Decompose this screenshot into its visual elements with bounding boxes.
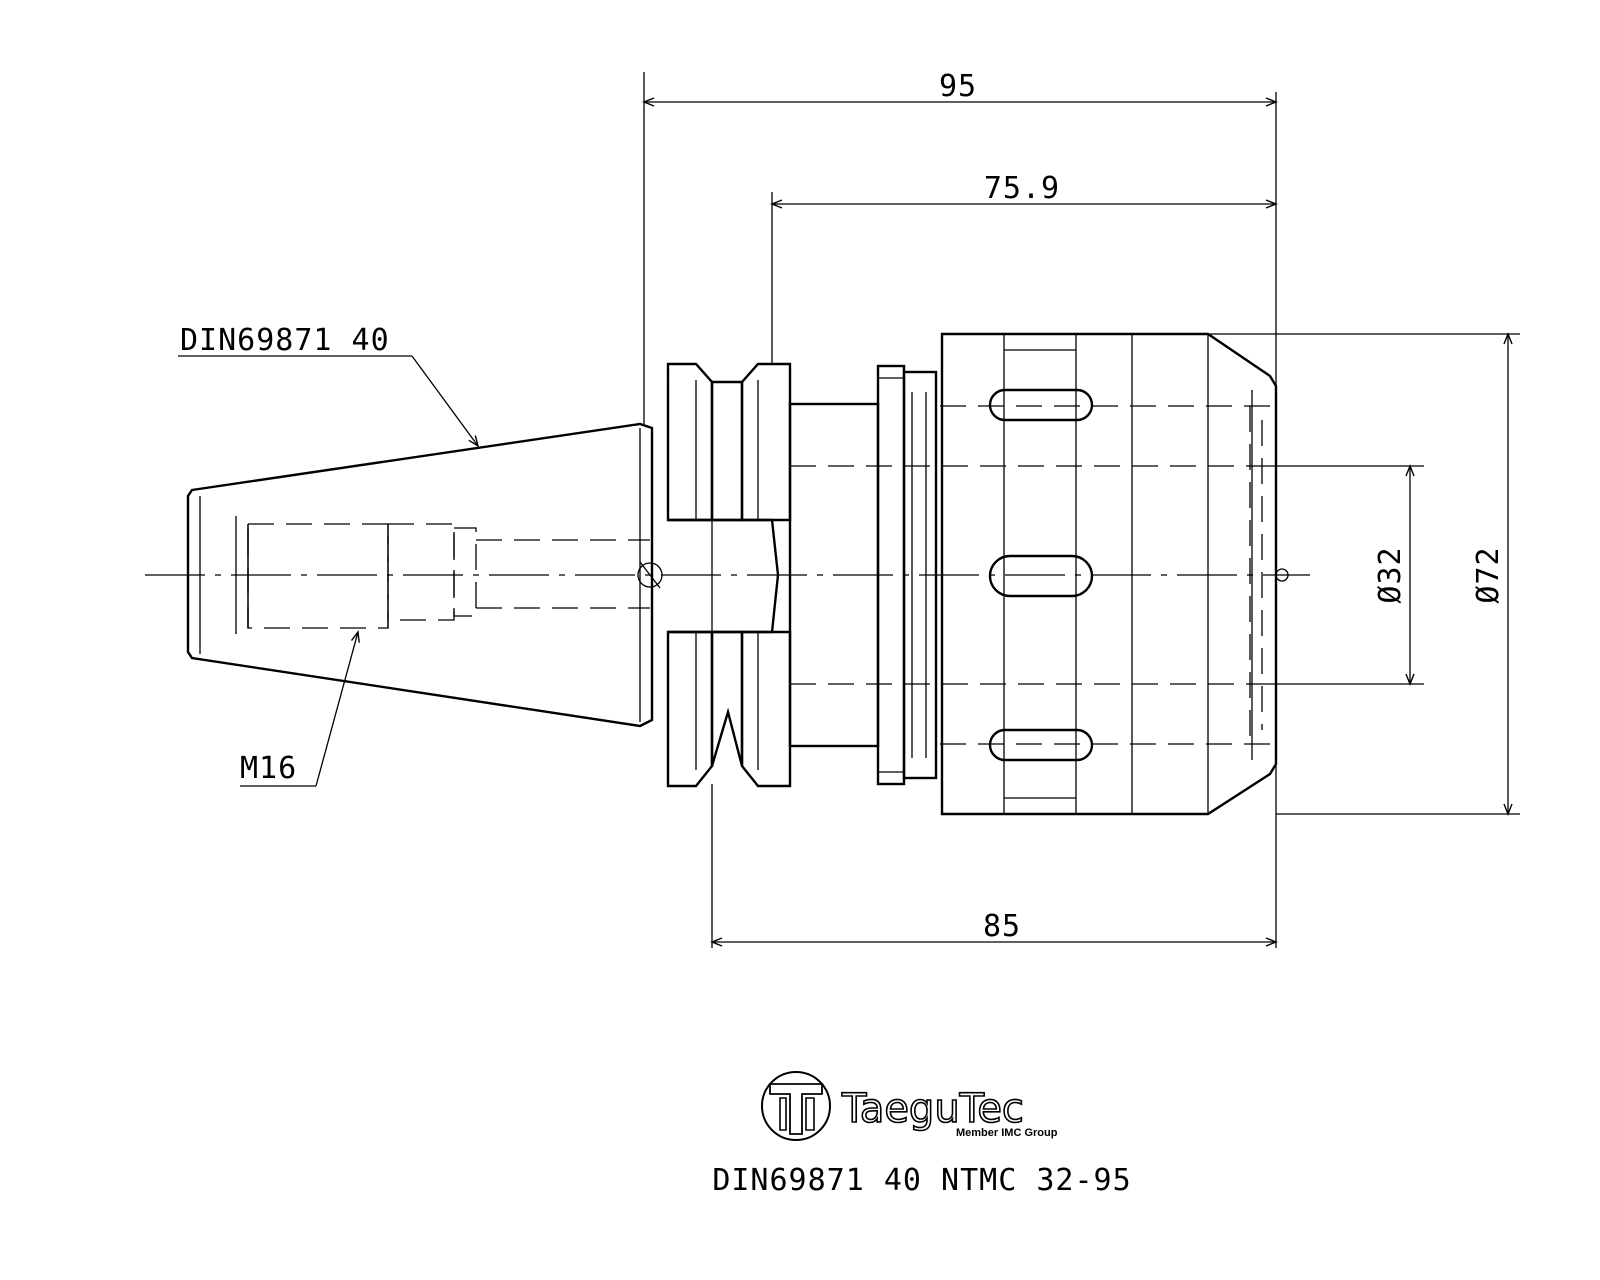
brand-name: TaeguTec	[841, 1086, 1024, 1132]
brand-tagline: Member IMC Group	[956, 1127, 1058, 1139]
taper-label: DIN69871 40	[180, 323, 390, 358]
locking-ring	[876, 364, 938, 786]
extension-lines	[643, 72, 1520, 948]
dimension-d32: Ø32	[1373, 464, 1415, 686]
part-caption: DIN69871 40 NTMC 32-95	[712, 1163, 1131, 1198]
tt-logo-icon	[761, 1071, 831, 1141]
brand-logo: TaeguTec Member IMC Group	[761, 1071, 1058, 1141]
dimension-95-text: 95	[939, 69, 977, 104]
taper-shank	[186, 422, 663, 728]
clamp-nut	[940, 332, 1289, 816]
dimension-75-9: 75.9	[770, 171, 1278, 209]
dimension-d72-text: Ø72	[1471, 546, 1506, 603]
taper-callout: DIN69871 40	[178, 323, 480, 448]
dimension-d72: Ø72	[1471, 332, 1513, 816]
dimension-85: 85	[710, 909, 1278, 947]
dimension-85-text: 85	[983, 909, 1021, 944]
thread-callout: M16	[240, 630, 360, 787]
thread-label: M16	[240, 751, 297, 786]
dimension-d32-text: Ø32	[1373, 546, 1408, 603]
dimension-95: 95	[642, 69, 1278, 107]
v-flange	[666, 362, 792, 788]
dimension-75-9-text: 75.9	[984, 171, 1060, 206]
